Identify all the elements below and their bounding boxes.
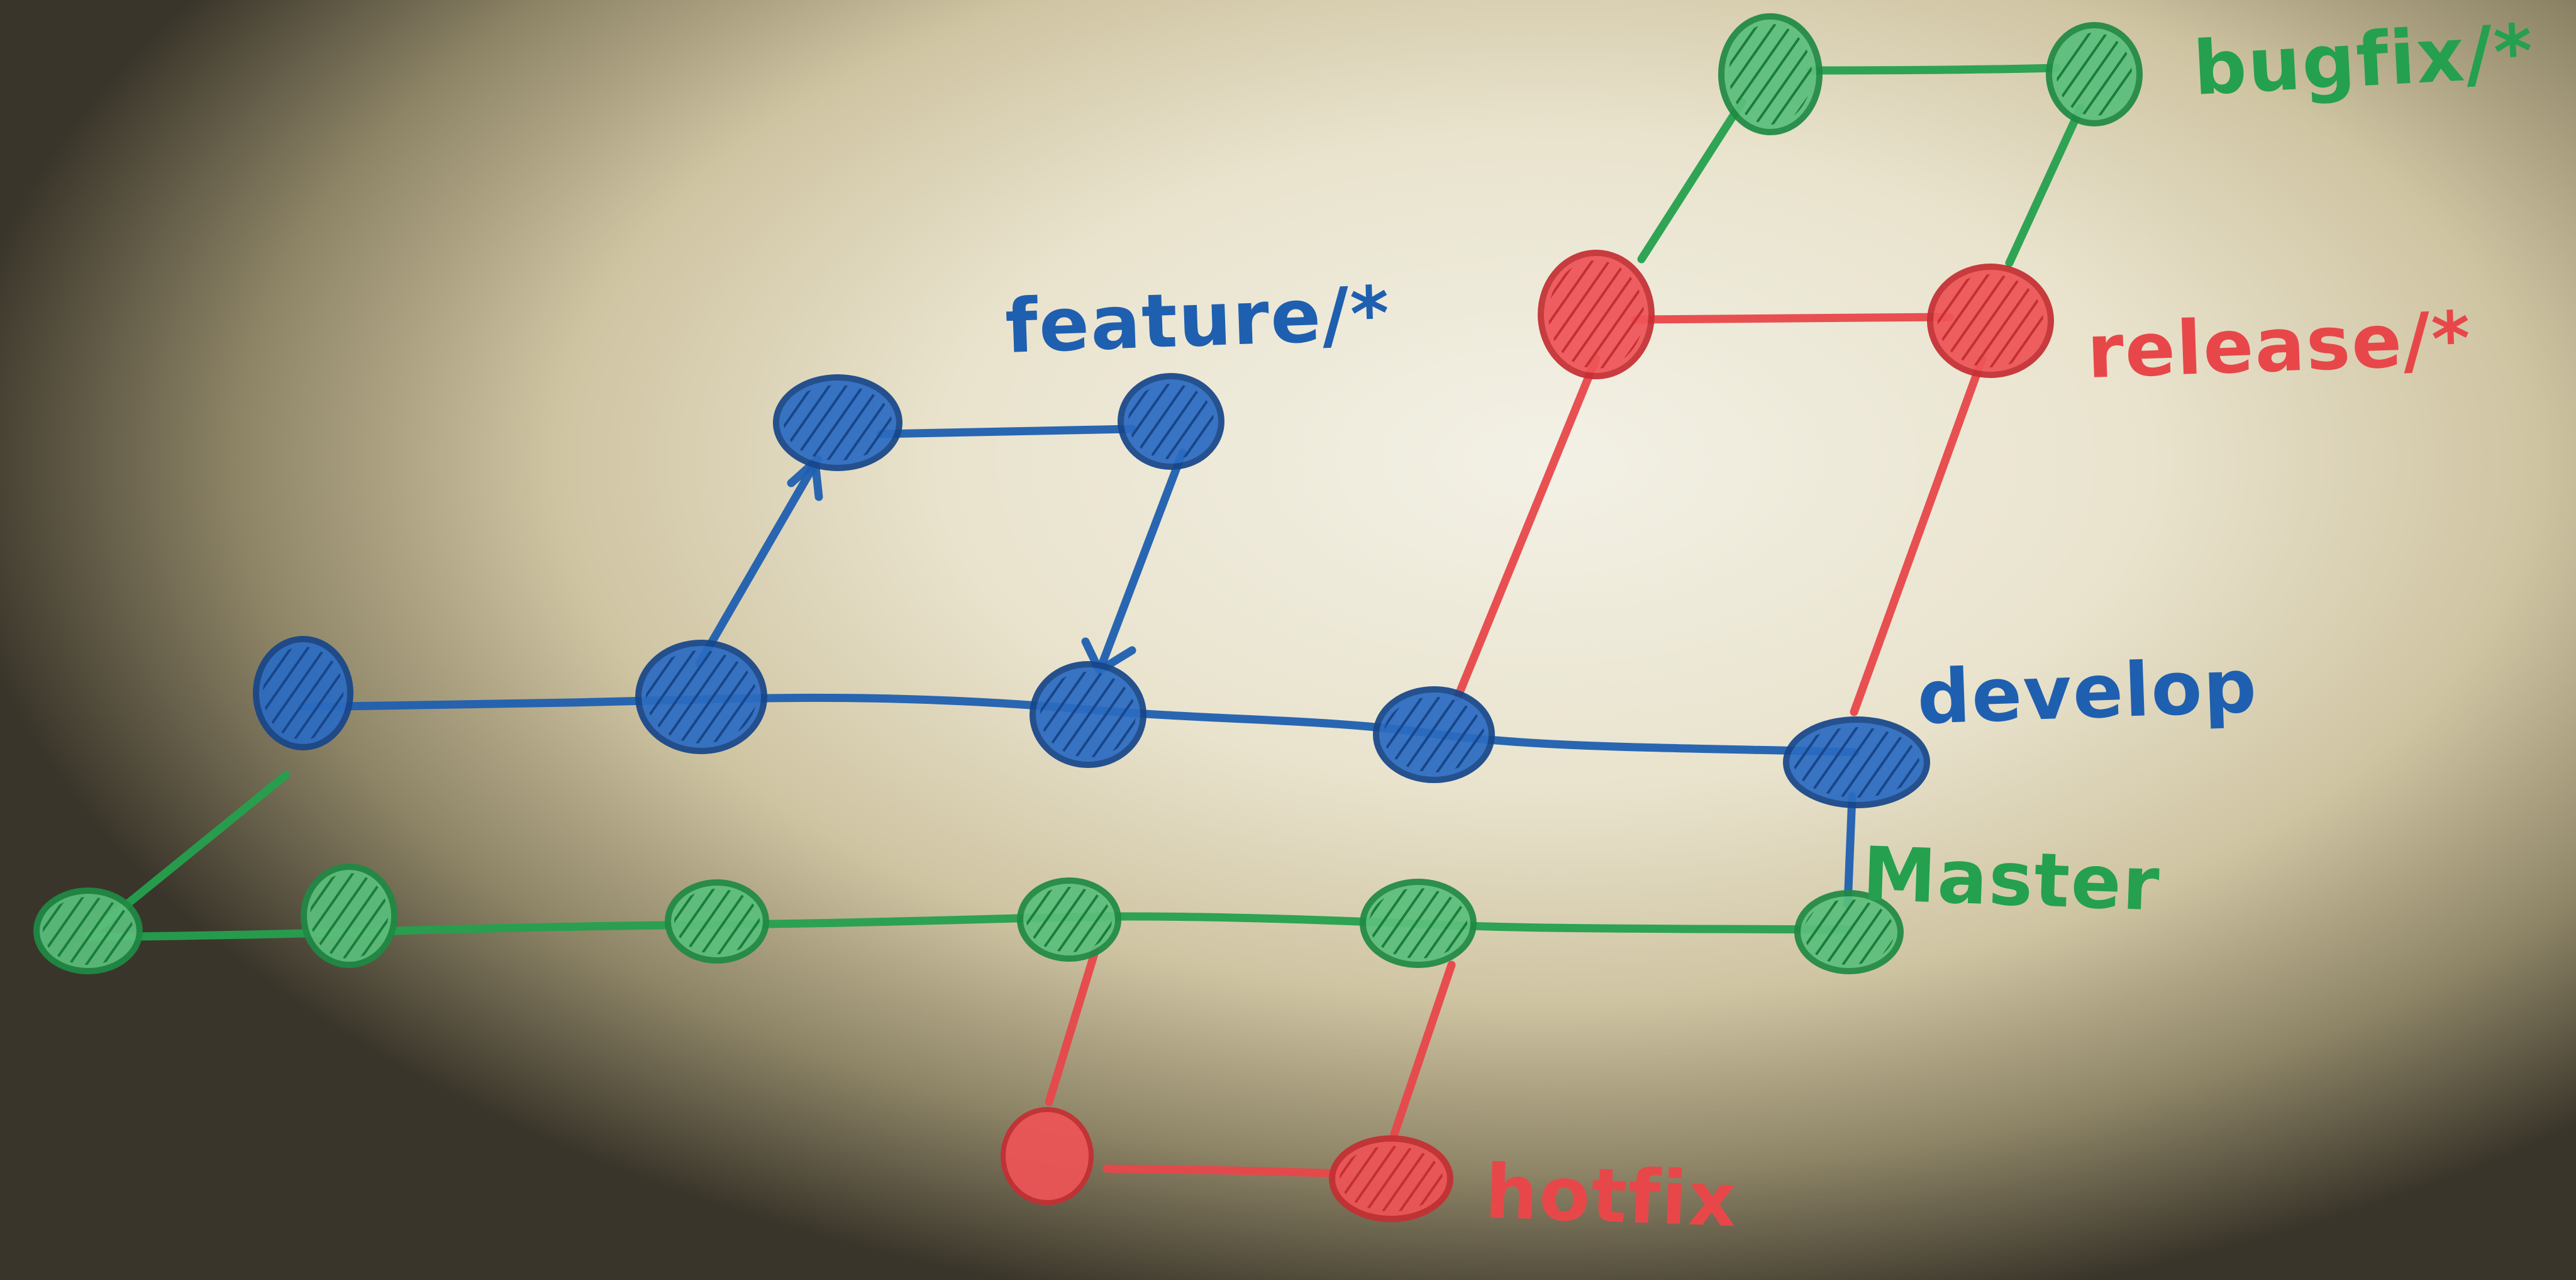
develop-commit: [1030, 661, 1146, 768]
bugfix-commit: [2046, 22, 2143, 126]
develop-commit: [635, 640, 767, 754]
bugfix-branch-out-edge: [1637, 97, 1746, 264]
develop-commit: [1373, 686, 1495, 783]
master-commit: [33, 888, 143, 974]
feature-merge-edge: [1096, 448, 1187, 672]
develop-to-master-edge: [1843, 792, 1857, 909]
release-merge-edge: [1850, 354, 1987, 716]
hotfix-label: hotfix: [1484, 1148, 1739, 1244]
hotfix-commit: [1001, 1107, 1094, 1205]
bugfix-label: bugfix/*: [2191, 8, 2536, 112]
feature-commit-edge: [876, 425, 1136, 438]
master-commit: [665, 879, 769, 964]
bugfix-commit-edge: [1807, 64, 2061, 75]
master-label: Master: [1861, 830, 2162, 927]
feature-commit: [1118, 373, 1224, 470]
feature-branch-out-edge: [695, 455, 822, 668]
master-commit: [1017, 877, 1121, 962]
bugfix-merge-edge: [2005, 104, 2085, 267]
bugfix-commit: [1718, 13, 1823, 135]
master-commit: [1794, 890, 1904, 974]
develop-commit: [1783, 716, 1930, 808]
edges: [84, 64, 2085, 1178]
master-commit: [301, 864, 397, 968]
feature-label: feature/*: [1004, 270, 1392, 370]
release-label: release/*: [2085, 295, 2473, 395]
labels: feature/* bugfix/* release/* develop Mas…: [1004, 8, 2536, 1244]
release-commit: [1927, 264, 2054, 378]
hotfix-commit: [1329, 1135, 1453, 1222]
hotfix-commit-edge: [1102, 1164, 1350, 1178]
master-commit: [1360, 879, 1477, 968]
nodes: [33, 13, 2143, 1222]
release-commit: [1538, 250, 1655, 379]
release-commit-edge: [1631, 313, 1954, 324]
release-branch-out-edge: [1453, 354, 1601, 701]
hotfix-branch-out-edge: [1045, 945, 1100, 1106]
develop-label: develop: [1916, 642, 2259, 741]
feature-commit: [773, 374, 902, 471]
develop-commit: [253, 636, 353, 750]
hotfix-merge-edge: [1387, 960, 1456, 1148]
